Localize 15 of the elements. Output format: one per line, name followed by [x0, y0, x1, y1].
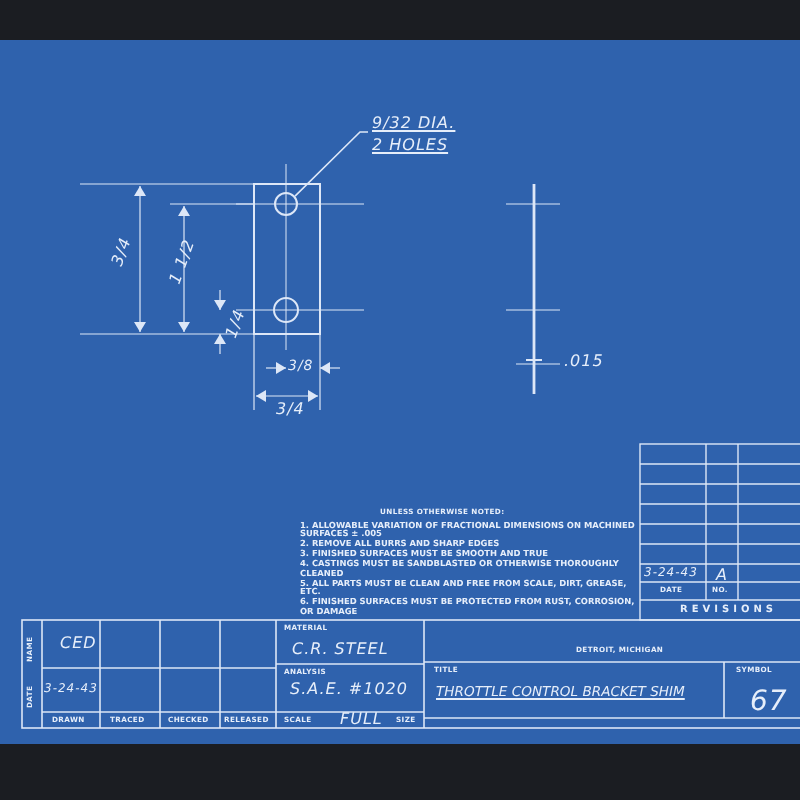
mounting-hole: [274, 192, 298, 216]
symbol-text: 67: [750, 688, 788, 716]
dimension-text: 3/4: [109, 235, 135, 269]
revision-number: A: [716, 568, 728, 584]
leader-line: [294, 131, 369, 197]
cell-text: S.A.E. #1020: [290, 682, 408, 698]
callout-note: 2 HOLES: [372, 138, 451, 154]
dimension-text: 3/4: [276, 402, 305, 418]
dimension-text: 1 1/2: [167, 237, 199, 287]
cell-text: FULL: [340, 712, 383, 728]
dimension-text: 1/4: [223, 307, 249, 341]
cell-text: C.R. STEEL: [292, 642, 389, 658]
dimension-text: .015: [564, 354, 604, 370]
cell-text: CED: [60, 636, 97, 652]
callout-note: 9/32 DIA.: [372, 116, 456, 132]
